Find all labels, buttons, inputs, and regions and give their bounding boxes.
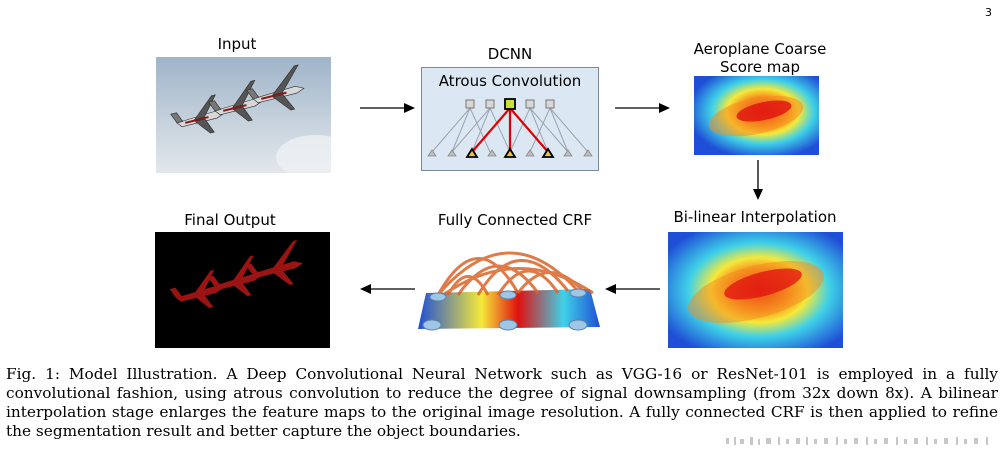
bilinear-label: Bi-linear Interpolation [673,208,837,226]
bilinear-output [668,232,843,348]
input-image [156,57,331,173]
page-number: 3 [985,6,992,19]
final-label: Final Output [184,211,276,229]
coarse-score-map [694,76,819,155]
input-label: Input [217,35,257,53]
atrous-convolution-label: Atrous Convolution [438,72,582,90]
arrow-dcnn-to-coarse [615,102,670,114]
coarse-label-line1: Aeroplane Coarse [693,40,827,58]
crf-label: Fully Connected CRF [437,211,593,229]
arrow-bilinear-to-crf [605,283,660,295]
figure-caption: Fig. 1: Model Illustration. A Deep Convo… [6,365,998,440]
watermark-noise [726,437,988,445]
atrous-diagram [427,98,593,158]
final-output [155,232,330,348]
arrow-input-to-dcnn [360,102,415,114]
dcnn-label: DCNN [487,45,533,63]
dcnn-block: Atrous Convolution [421,67,599,171]
arrow-crf-to-final [360,283,415,295]
arrow-coarse-to-bilinear [752,160,764,200]
coarse-label-line2: Score map [719,58,801,76]
crf-illustration [418,233,600,333]
aeroplane-icon [170,64,305,134]
